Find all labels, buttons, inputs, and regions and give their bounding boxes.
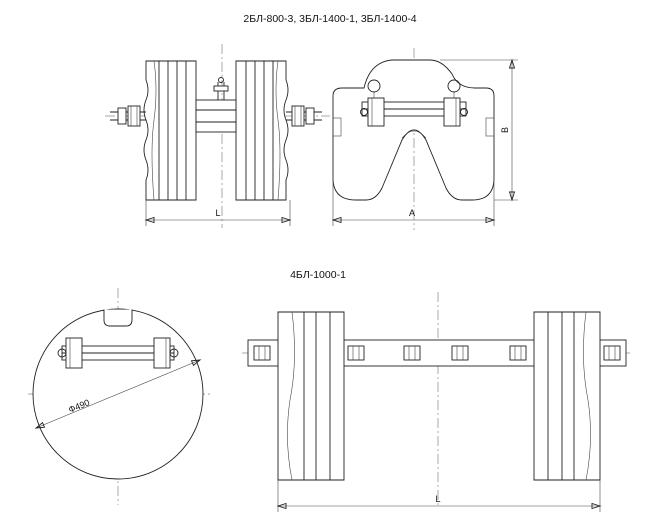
bar-bolts (253, 345, 621, 361)
dim-label-L-top: L (215, 208, 220, 218)
dim-label-A: A (409, 208, 415, 218)
bottom-round-view: Ф490 (28, 288, 210, 505)
dim-label-L-bottom: L (435, 494, 440, 504)
right-bolt (286, 105, 322, 127)
dim-label-B: B (500, 127, 510, 133)
title-top-models: 2БЛ-800-3, 3БЛ-1400-1, 3БЛ-1400-4 (243, 13, 416, 25)
top-side-view: L (105, 44, 330, 228)
dimension-B: B (440, 58, 518, 202)
dimension-A: A (331, 180, 496, 226)
bottom-long-view: L (242, 292, 632, 512)
left-bolt (110, 105, 146, 127)
left-weight-stack (143, 60, 197, 201)
title-bottom-model: 4БЛ-1000-1 (290, 269, 346, 281)
front-weight-body (332, 59, 495, 201)
bottom-left-disc-stack (277, 311, 345, 481)
dimension-L-top: L (144, 200, 292, 226)
central-shaft (195, 99, 237, 133)
dimension-L-bottom: L (276, 480, 602, 512)
bottom-right-disc-stack (533, 311, 601, 481)
right-weight-stack (235, 60, 289, 201)
top-front-view: A B (331, 48, 518, 230)
front-clamp-bar (360, 92, 468, 127)
round-clamp-bar (57, 337, 179, 369)
